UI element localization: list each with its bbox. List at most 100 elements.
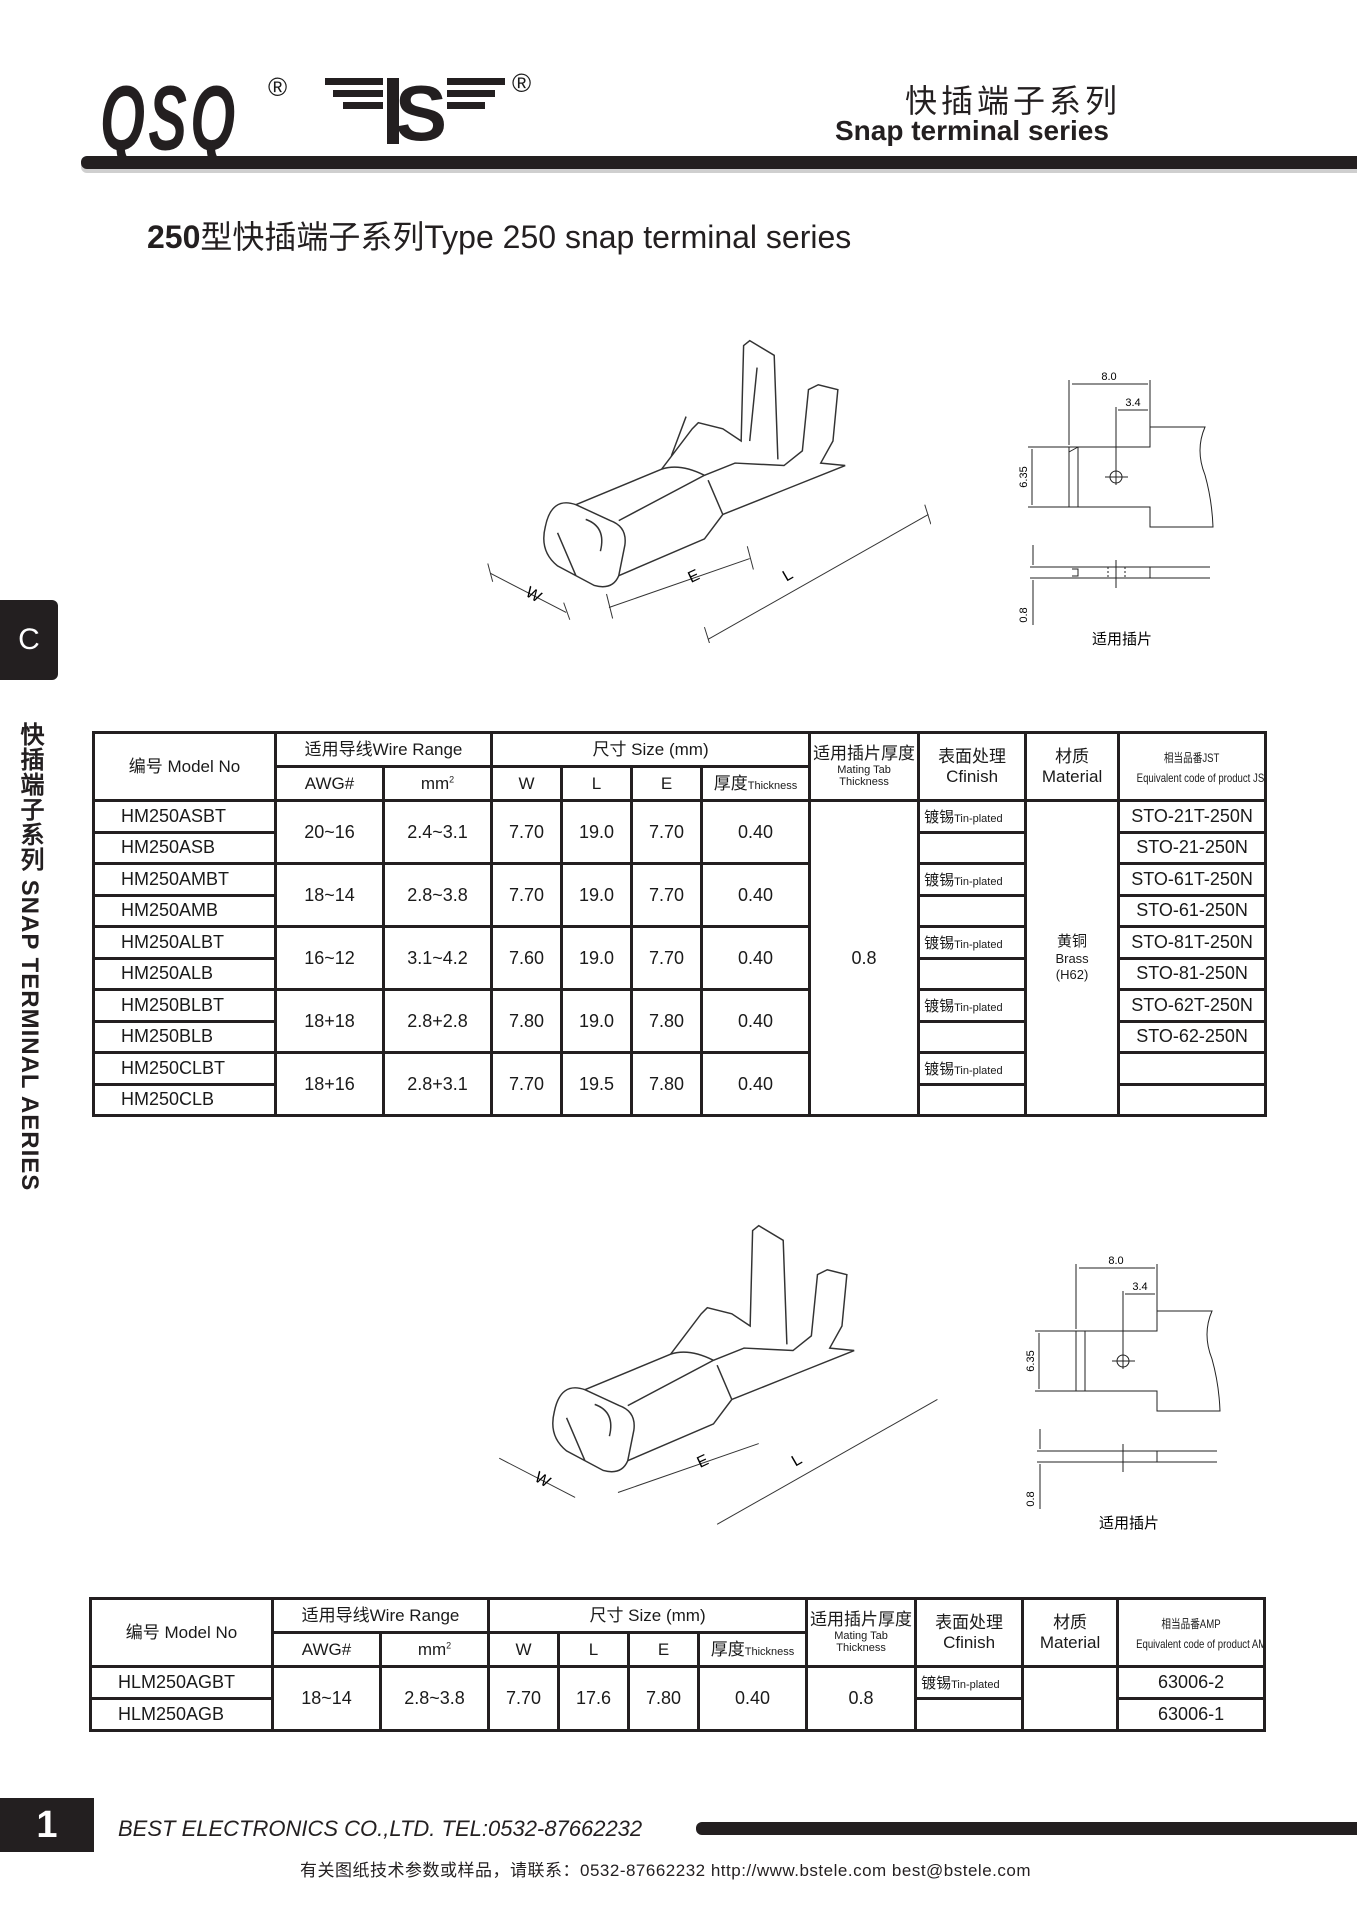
- w-cell: 7.80: [490, 988, 564, 1054]
- finish-en: Tin-plated: [954, 1001, 1003, 1014]
- tab-length-label: 8.0: [1108, 1255, 1123, 1267]
- header-size: 尺寸 Size (mm): [487, 1597, 809, 1634]
- awg-cell: 20~16: [274, 799, 385, 865]
- header-w: W: [487, 1631, 561, 1668]
- terminal-drawing: W E L: [487, 339, 931, 643]
- e-cell: 7.70: [630, 862, 704, 928]
- w-cell: 7.70: [490, 862, 564, 928]
- finish-en: Tin-plated: [954, 812, 1003, 825]
- material-en: Brass: [1055, 951, 1089, 967]
- header-wire-range: 适用导线Wire Range: [273, 731, 494, 768]
- awg-cell: 18+18: [274, 988, 385, 1054]
- model-no-cell: HM250CLBT: [92, 1051, 277, 1086]
- model-no-cell: HM250AMBT: [92, 862, 277, 897]
- l-cell: 19.0: [560, 799, 634, 865]
- finish-cell: [917, 956, 1028, 991]
- svg-text:S: S: [395, 74, 447, 146]
- thickness-cell: 0.40: [700, 925, 812, 991]
- header-mm2-unit: mm: [417, 1639, 447, 1659]
- model-no-cell: HLM250AGBT: [89, 1665, 274, 1700]
- page-number-text: 1: [36, 1803, 58, 1846]
- finish-en: Tin-plated: [954, 938, 1003, 951]
- thickness-cell: 0.40: [700, 988, 812, 1054]
- e-cell: 7.70: [630, 799, 704, 865]
- header-finish-en: Cfinish: [943, 1632, 996, 1652]
- model-no-cell: HLM250AGB: [89, 1697, 274, 1732]
- header-equiv-en: Equivalent code of product JST: [1136, 770, 1266, 785]
- header-mm2: mm2: [378, 1631, 491, 1668]
- header-thickness-cn: 厚度: [710, 1639, 745, 1659]
- mm2-cell: 2.8+2.8: [381, 988, 494, 1054]
- width-label: W: [532, 1469, 554, 1491]
- tab-thickness-label: 0.8: [1018, 607, 1030, 622]
- finish-cell: 镀锡Tin-plated: [914, 1665, 1025, 1700]
- model-no-cell: HM250ASBT: [92, 799, 277, 834]
- header-mating-en2: Thickness: [836, 1642, 886, 1655]
- mating-tab-drawing: 8.0 3.4 6.35 0.8 适用插片: [1018, 371, 1214, 648]
- header-equiv-en: Equivalent code of product AMP: [1136, 1636, 1265, 1651]
- header-finish-cn: 表面处理: [938, 746, 1007, 766]
- model-no-cell: HM250BLBT: [92, 988, 277, 1023]
- finish-cell: [917, 1082, 1028, 1117]
- finish-cell: [914, 1697, 1025, 1732]
- hole-offset-label: 3.4: [1125, 397, 1140, 409]
- header-material-en: Material: [1041, 766, 1103, 786]
- equivalent-code-cell: STO-81T-250N: [1117, 925, 1268, 960]
- equivalent-code-cell: STO-61T-250N: [1117, 862, 1268, 897]
- equivalent-code-cell: [1117, 1082, 1268, 1117]
- page-title-type: 250: [147, 219, 201, 255]
- finish-cn: 镀锡: [921, 1675, 952, 1692]
- model-no-cell: HM250ALB: [92, 956, 277, 991]
- e-cell: 7.70: [630, 925, 704, 991]
- equivalent-code-cell: STO-62-250N: [1117, 1019, 1268, 1054]
- header-mm2: mm2: [381, 765, 494, 802]
- terminal-drawing-2: W E L: [499, 1224, 938, 1525]
- tab-caption: 适用插片: [1099, 1515, 1159, 1532]
- equivalent-code-cell: STO-81-250N: [1117, 956, 1268, 991]
- mm2-cell: 2.4~3.1: [381, 799, 494, 865]
- mating-tab-cell: 0.8: [808, 799, 921, 1117]
- awg-cell: 18~14: [271, 1665, 382, 1732]
- footer-company: BEST ELECTRONICS CO.,LTD. TEL:0532-87662…: [118, 1816, 643, 1841]
- awg-cell: 18~14: [274, 862, 385, 928]
- table-row: HM250ALB STO-81-250N: [92, 956, 1268, 991]
- equivalent-code-cell: 63006-2: [1116, 1665, 1267, 1700]
- e-label: E: [694, 1452, 711, 1472]
- header-finish-en: Cfinish: [946, 766, 999, 786]
- width-label: W: [523, 584, 545, 606]
- mm2-cell: 3.1~4.2: [381, 925, 494, 991]
- header-thickness-cn: 厚度: [713, 773, 748, 793]
- w-cell: 7.70: [490, 1051, 564, 1117]
- header-mating-en1: Mating Tab: [837, 763, 891, 776]
- equivalent-code-cell: STO-21T-250N: [1117, 799, 1268, 834]
- header-title-en: Snap terminal series: [835, 115, 1109, 146]
- header-finish-cn: 表面处理: [935, 1612, 1004, 1632]
- tab-caption: 适用插片: [1092, 631, 1152, 648]
- finish-cn: 镀锡: [924, 871, 955, 889]
- l-cell: 19.0: [560, 925, 634, 991]
- l-cell: 19.5: [560, 1051, 634, 1117]
- l-cell: 17.6: [557, 1665, 631, 1732]
- mm2-cell: 2.8~3.8: [381, 862, 494, 928]
- finish-en: Tin-plated: [954, 1064, 1003, 1077]
- ts-logo: S: [325, 74, 505, 146]
- length-label: L: [780, 566, 796, 585]
- qsq-logo: QSQ: [100, 67, 239, 170]
- header-model-no: 编号 Model No: [92, 731, 277, 802]
- header-thickness: 厚度Thickness: [700, 765, 812, 802]
- finish-en: Tin-plated: [951, 1679, 1000, 1691]
- equivalent-code-cell: [1117, 1051, 1268, 1086]
- equivalent-code-cell: 63006-1: [1116, 1697, 1267, 1732]
- section-tab: C: [0, 600, 58, 680]
- header-model-no: 编号 Model No: [89, 1597, 274, 1668]
- header-material-cn: 材质: [1053, 1612, 1088, 1632]
